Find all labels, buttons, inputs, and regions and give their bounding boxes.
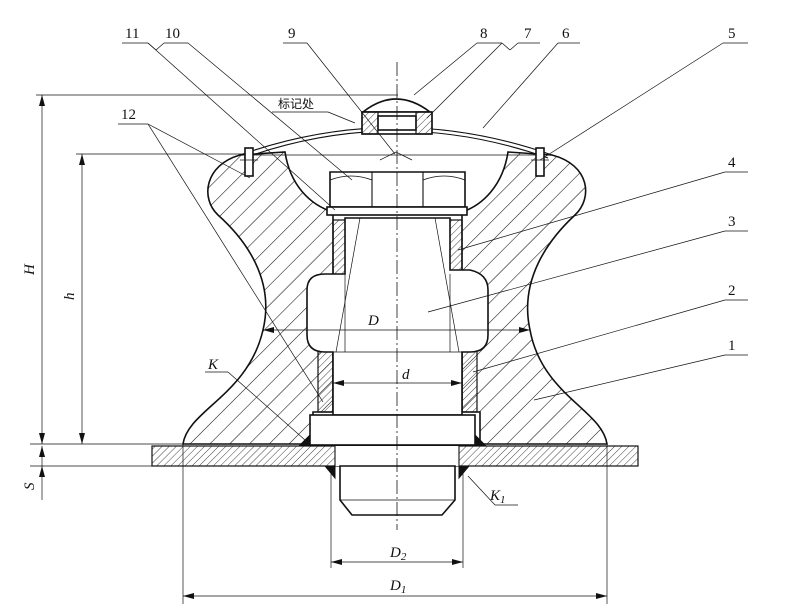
dim-D1: D1 [182, 444, 608, 604]
weld-K-callout: K [205, 357, 306, 441]
dim-S: S [22, 446, 152, 500]
deck-plate [151, 445, 639, 467]
dim-d-label: d [402, 367, 410, 383]
part-label-10: 10 [165, 26, 180, 42]
dim-D1-label: D1 [389, 578, 406, 596]
part-label-11: 11 [125, 26, 139, 42]
part-label-1: 1 [728, 338, 736, 354]
dim-h: h [62, 153, 245, 444]
weld-K1-label: K1 [489, 488, 506, 506]
part-label-5: 5 [728, 26, 736, 42]
part-label-4: 4 [728, 155, 736, 171]
dim-D: D [263, 313, 530, 333]
part-labels: 11 10 9 8 7 6 5 4 3 2 1 12 标记处 [121, 26, 736, 354]
dim-S-label: S [22, 482, 38, 490]
weld-K-label: K [207, 357, 219, 373]
part-label-9: 9 [288, 26, 296, 42]
dim-h-label: h [62, 293, 78, 301]
bollard-body [182, 151, 608, 445]
dim-D2: D2 [330, 466, 464, 568]
dim-H-label: H [22, 263, 38, 276]
part-label-2: 2 [728, 283, 736, 299]
weld-K1-callout: K1 [467, 475, 518, 506]
part-label-6: 6 [562, 26, 570, 42]
part-label-12: 12 [121, 107, 136, 123]
lock-wire [379, 151, 413, 161]
part-label-7: 7 [524, 26, 532, 42]
annotation-mark-label: 标记处 [278, 97, 314, 111]
dim-d: d [333, 367, 462, 386]
dim-D-label: D [367, 313, 379, 329]
part-label-8: 8 [480, 26, 488, 42]
part-label-3: 3 [728, 214, 736, 230]
leader-lines [118, 42, 748, 403]
dim-H: H [22, 94, 398, 445]
central-shaft [306, 217, 489, 516]
dim-D2-label: D2 [389, 545, 407, 563]
